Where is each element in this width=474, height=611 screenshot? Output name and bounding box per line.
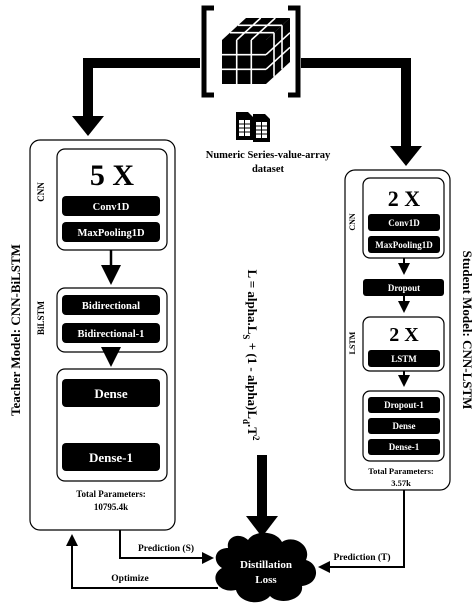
prediction-t-label: Prediction (T) [333, 552, 390, 563]
loss-formula-part3: .T [245, 424, 260, 436]
student-lstm-layer-label: LSTM [391, 354, 417, 364]
teacher-params-line2: 10795.4k [94, 502, 128, 512]
loss-formula-part2: + (1 - alpha)L [245, 339, 260, 419]
student-model-title: Student Model: CNN-LSTM [460, 251, 474, 410]
prediction-t-arrow [318, 490, 405, 573]
distillation-loss-line2: Loss [255, 574, 277, 586]
teacher-conv1d-layer [62, 196, 160, 216]
teacher-conv1d-label: Conv1D [93, 202, 130, 213]
loss-formula: L = alpha.LS + (1 - alpha)Ld.T2 [241, 270, 261, 441]
teacher-cnn-repeat: 5 X [90, 159, 135, 192]
dataset-to-student-arrow [301, 58, 422, 166]
teacher-model-title: Teacher Model: CNN-BiLSTM [8, 244, 23, 416]
dataset-to-teacher-arrow [72, 58, 200, 136]
student-lstm-layer [368, 350, 440, 367]
student-maxpooling1d-label: MaxPooling1D [375, 240, 433, 250]
teacher-dense-label: Dense [94, 386, 127, 401]
teacher-maxpooling1d-layer [62, 222, 160, 242]
student-params-line2: 3.57k [391, 478, 411, 488]
loss-formula-sub-s: S [241, 334, 251, 339]
formula-to-loss-arrow [246, 455, 278, 537]
student-dropout-1-layer [368, 397, 440, 413]
distillation-loss-cloud [215, 532, 317, 603]
loss-formula-sub-d: d [241, 419, 251, 424]
teacher-bidirectional-label: Bidirectional [82, 301, 140, 312]
student-conv1d-label: Conv1D [388, 218, 420, 228]
student-dropout-1-label: Dropout-1 [384, 400, 424, 410]
teacher-bidirectional-1-label: Bidirectional-1 [78, 329, 145, 340]
teacher-bilstm-label: BiLSTM [36, 300, 46, 335]
spreadsheet-icon [236, 112, 270, 142]
optimize-arrow [66, 534, 218, 589]
teacher-dense-1-label: Dense-1 [89, 450, 133, 465]
teacher-cnn-label: CNN [36, 182, 46, 202]
prediction-s-arrow [119, 530, 214, 564]
student-cnn-label: CNN [348, 213, 357, 231]
dataset-label-line1: Numeric Series-value-array [206, 150, 331, 161]
student-dense-1-layer [368, 439, 440, 455]
student-maxpooling1d-layer [368, 236, 440, 253]
teacher-dense-layer [62, 379, 160, 407]
student-params-line1: Total Parameters: [368, 466, 434, 476]
student-conv1d-layer [368, 214, 440, 231]
prediction-s-label: Prediction (S) [138, 543, 194, 554]
student-dropout-layer [363, 279, 444, 296]
loss-formula-part1: L = alpha.L [245, 270, 260, 335]
loss-formula-sup: 2 [251, 436, 261, 441]
student-dense-1-label: Dense-1 [389, 442, 420, 452]
student-lstm-label: LSTM [348, 331, 357, 354]
student-cnn-repeat: 2 X [388, 186, 421, 211]
dataset-cube-icon [201, 5, 301, 98]
distillation-loss-line1: Distillation [240, 559, 292, 571]
teacher-params-line1: Total Parameters: [76, 489, 145, 499]
teacher-maxpooling1d-label: MaxPooling1D [77, 228, 144, 239]
teacher-dense-1-layer [62, 443, 160, 471]
student-dropout-label: Dropout [388, 283, 420, 293]
dataset-label-line2: dataset [252, 164, 285, 175]
student-dense-label: Dense [393, 421, 416, 431]
student-lstm-repeat: 2 X [389, 324, 419, 346]
teacher-bidirectional-layer [62, 295, 160, 315]
optimize-label: Optimize [111, 574, 148, 584]
teacher-bidirectional-1-layer [62, 323, 160, 343]
student-dense-layer [368, 418, 440, 434]
